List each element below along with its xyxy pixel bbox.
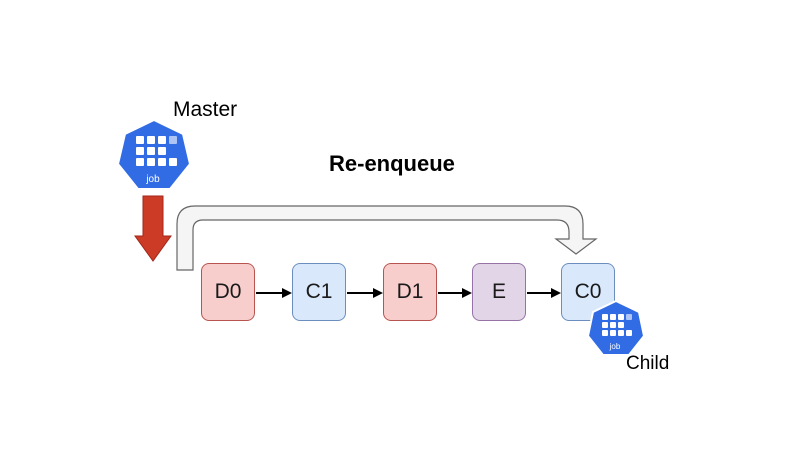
reenqueue-arrow	[176, 205, 598, 271]
child-job-icon-text: job	[609, 342, 621, 351]
node-e: E	[472, 263, 526, 321]
master-label: Master	[173, 98, 238, 121]
child-job-icon: job	[588, 300, 644, 356]
child-label: Child	[626, 353, 670, 374]
master-job-icon-text: job	[145, 174, 160, 185]
node-c1: C1	[292, 263, 346, 321]
reenqueue-title: Re-enqueue	[329, 151, 455, 176]
node-d0: D0	[201, 263, 255, 321]
master-job-icon: job	[116, 118, 192, 190]
master-down-arrow	[134, 195, 172, 262]
node-d1: D1	[383, 263, 437, 321]
